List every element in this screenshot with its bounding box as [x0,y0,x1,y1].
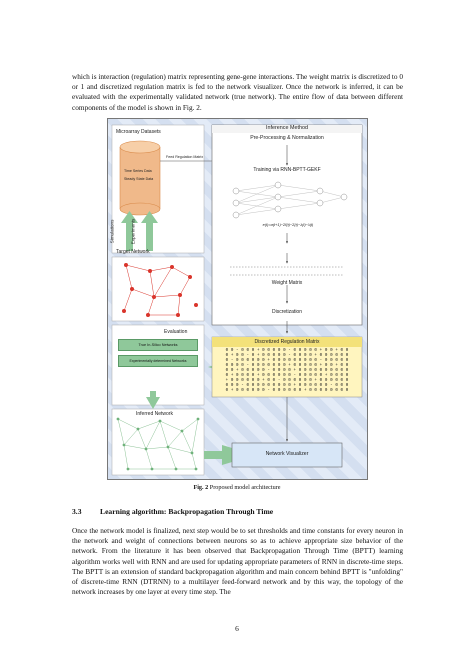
inference-method-title: Inference Method [266,125,308,131]
weight-matrix-grid [230,266,344,276]
target-network-label: Target Network [116,249,150,255]
matrix-row: 0 + 0 0 - 0 + 0 0 0 0 0 - 0 0 0 0 + 0 0 … [225,354,349,358]
up-arrow-from-inferred-icon [146,391,160,409]
simulations-label: Simulations [109,219,115,244]
matrix-row: 0 0 - 0 0 0 + 0 0 0 0 0 - 0 0 0 0 0 + 0 … [225,349,349,353]
steady-state-data-label: Steady State Data [124,177,154,181]
discretized-matrix-title: Discretized Regulation Matrix [254,339,320,345]
inferred-network-panel [111,408,205,476]
rnn-network-diagram [235,184,345,216]
evaluation-label: Evaluation [164,329,188,335]
error-equation: e(t)=σ(t+1)−Σf(t)−Σ(t)−λ(t)−λ(t) [262,223,314,227]
simulations-arrow-icon [121,211,138,251]
figure-graphics [111,124,363,476]
figure-caption: Fig. 2 Proposed model architecture [0,484,474,491]
training-label: Training via RNN-BPTT-GEKF [253,167,321,173]
experiments-label: Experiments [130,218,136,245]
section-title: Learning algorithm: Backpropagation Thro… [100,507,274,516]
discretization-label: Discretization [271,309,302,315]
experimentally-determined-box: Experimentally determined Networks [118,355,198,367]
database-cylinder-icon [119,140,161,216]
section-number: 3.3 [72,507,82,516]
discretized-matrix-values: 0 0 - 0 0 0 + 0 0 0 0 0 - 0 0 0 0 0 + 0 … [212,349,362,397]
matrix-row: 0 0 0 0 - 0 0 0 0 0 0 0 + 0 0 0 0 0 + 0 … [225,364,349,368]
body-paragraph-2: Once the network model is finalized, nex… [72,526,403,597]
inferred-network-edges [117,418,199,470]
matrix-row: 0 - 0 0 0 0 0 0 + 0 0 0 0 0 0 0 0 0 - 0 … [225,359,349,363]
target-network-panel [111,256,205,322]
inferred-network-nodes [116,417,200,471]
preprocessing-label: Pre-Processing & Normalization [250,135,324,141]
weight-matrix-label: Weight Matrix [271,280,303,286]
page-number: 6 [235,624,239,633]
matrix-row: 0 0 0 - 0 0 0 0 0 0 0 0 0 + 0 0 0 0 0 0 … [225,384,349,388]
target-network-edges [123,264,191,316]
matrix-row: + 0 0 0 0 0 0 + 0 0 - 0 0 0 0 0 0 + 0 0 … [225,379,349,383]
network-visualizer-box [231,442,343,468]
matrix-row: 0 + 0 0 0 0 + 0 0 0 0 0 0 - 0 0 0 0 0 + … [225,374,349,378]
caption-text: Proposed model architecture [209,484,281,491]
caption-label: Fig. 2 [193,484,209,491]
matrix-row: 0 + 0 0 0 0 0 0 - 0 0 0 0 0 0 + 0 0 0 0 … [225,389,349,393]
matrix-row: 0 0 + 0 0 0 0 0 - 0 0 0 0 + 0 0 0 0 0 0 … [225,369,349,373]
body-paragraph-1: which is interaction (regulation) matrix… [72,72,403,112]
target-network-nodes [122,263,198,317]
section-heading: 3.3 Learning algorithm: Backpropagation T… [72,507,273,516]
feed-regulation-matrix-label: Feed Regulation Matrix [166,155,204,159]
network-visualizer-label: Network Visualizer [265,451,309,457]
true-in-silico-box: True In-Silico Networks [118,339,198,351]
model-architecture-figure: Microarray Datasets Time Series Data Ste… [107,118,368,480]
time-series-data-label: Time Series Data [124,169,152,173]
inferred-network-label: Inferred Network [136,411,173,417]
visualizer-arrow-icon [204,445,256,465]
experiments-arrow-icon [141,211,158,251]
microarray-datasets-label: Microarray Datasets [116,129,161,135]
